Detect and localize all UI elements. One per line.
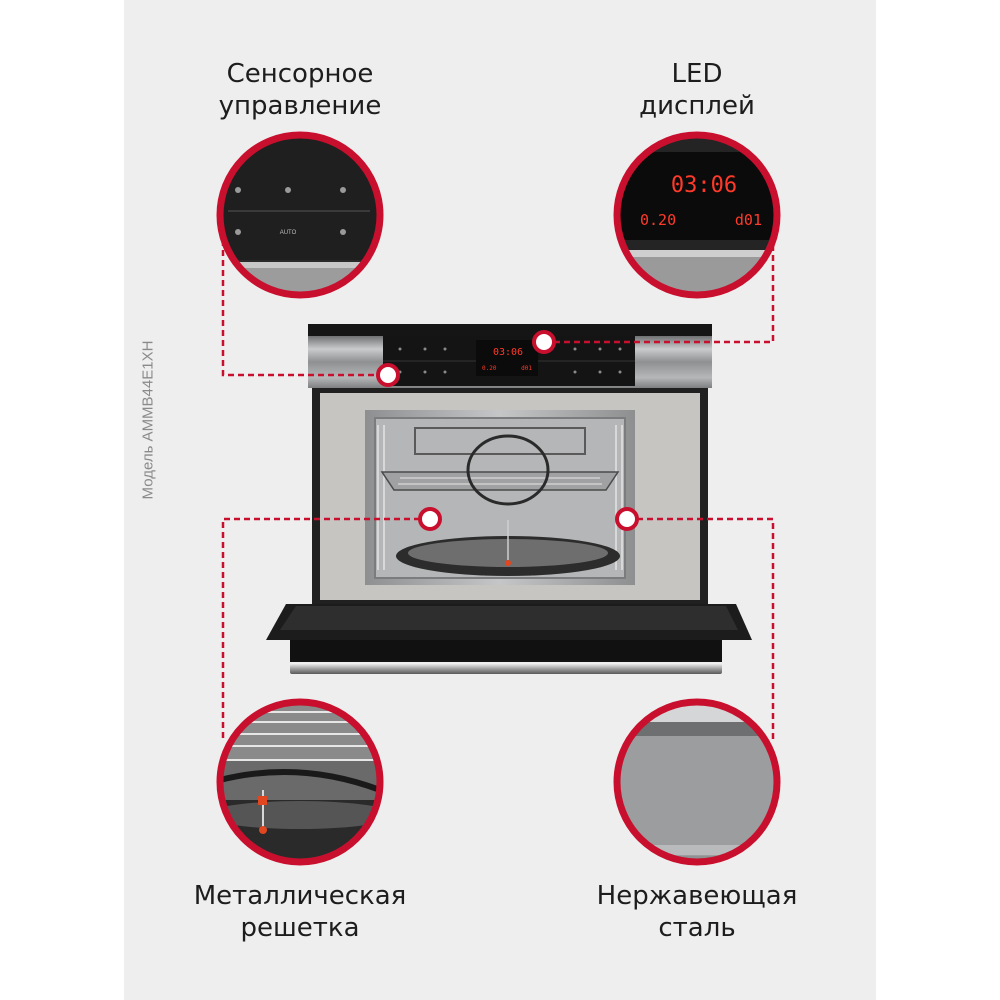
marker-steel	[615, 507, 639, 531]
oven-upper-rack	[414, 427, 586, 455]
oven-rack-rails	[377, 425, 623, 570]
oven-display-sub-left: 0.20	[482, 365, 497, 372]
marker-touch	[376, 363, 400, 387]
connector-rack	[221, 517, 430, 740]
connector-touch	[221, 230, 388, 377]
connector-lines	[221, 230, 775, 740]
caption-metal-rack: Металлическая решетка	[194, 880, 407, 944]
caption-rack-line1: Металлическая	[193, 881, 407, 911]
oven-door-handle	[290, 664, 722, 674]
caption-touch-line2: управление	[218, 91, 382, 121]
zoom-stainless-steel	[613, 698, 781, 866]
led-row-right: d01	[735, 211, 762, 229]
led-time: 03:06	[671, 173, 737, 198]
touch-icon-set	[235, 187, 346, 235]
caption-touch-line1: Сенсорное	[226, 59, 374, 89]
feature-markers	[376, 330, 639, 531]
oven-led-display	[476, 340, 538, 376]
caption-touch-control: Сенсорное управление	[219, 58, 382, 122]
oven-display-sub-right: d01	[521, 365, 532, 372]
caption-rack-line2: решетка	[240, 913, 360, 943]
marker-led	[532, 330, 556, 354]
led-row-left: 0.20	[640, 211, 676, 229]
zoom-metal-rack	[216, 698, 384, 866]
zoom-touch-panel: AUTO	[216, 131, 384, 299]
zoom-led-display: 03:06 0.20 d01	[613, 131, 781, 299]
oven-grill-tray	[380, 471, 620, 491]
caption-steel-line1: Нержавеющая	[596, 881, 798, 911]
caption-led-display: LED дисплей	[639, 58, 755, 122]
caption-led-line1: LED	[671, 59, 723, 89]
connector-steel	[627, 517, 775, 740]
caption-led-line2: дисплей	[639, 91, 755, 121]
oven-display-time: 03:06	[493, 347, 523, 358]
oven: 03:06 0.20 d01	[266, 324, 752, 674]
caption-steel-line2: сталь	[658, 913, 736, 943]
caption-stainless-steel: Нержавеющая сталь	[597, 880, 798, 944]
oven-round-rack	[466, 434, 550, 506]
oven-top-strip	[308, 324, 712, 336]
marker-rack	[418, 507, 442, 531]
auto-label: AUTO	[280, 230, 297, 236]
oven-touch-icons	[398, 347, 622, 374]
